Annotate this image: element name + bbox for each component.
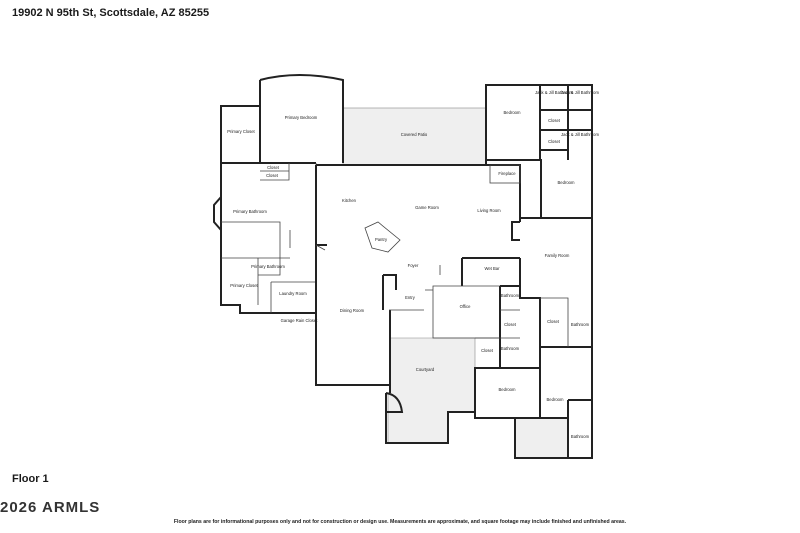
label-primary-bathroom-2: Primary Bathroom xyxy=(251,264,285,269)
label-closet-a: Closet xyxy=(267,165,280,170)
label-closet-b: Closet xyxy=(266,173,279,178)
label-bedroom-s: Bedroom xyxy=(499,387,517,392)
label-closet-e: Closet xyxy=(481,348,494,353)
label-courtyard: Courtyard xyxy=(416,367,435,372)
label-entry: Entry xyxy=(405,295,416,300)
page-title: 19902 N 95th St, Scottsdale, AZ 85255 xyxy=(12,7,210,19)
label-primary-bathroom: Primary Bathroom xyxy=(233,209,267,214)
label-primary-closet-top: Primary Closet xyxy=(227,129,255,134)
label-office: Office xyxy=(460,304,472,309)
label-closet-ne1: Closet xyxy=(548,118,561,123)
ne-walls xyxy=(485,84,593,219)
label-bedroom-ne: Bedroom xyxy=(504,110,522,115)
fireplace-box xyxy=(489,164,521,184)
label-closet-c: Closet xyxy=(504,322,517,327)
south-patio-area xyxy=(514,417,569,459)
label-covered-patio: Covered Patio xyxy=(401,132,428,137)
east-interior xyxy=(475,297,569,369)
label-pantry: Pantry xyxy=(375,237,388,242)
courtyard-walls xyxy=(385,385,475,444)
label-bathroom-s: Bathroom xyxy=(501,346,520,351)
label-wet-bar: Wet Bar xyxy=(484,266,500,271)
label-primary-closet-bottom: Primary Closet xyxy=(230,283,258,288)
west-wing-walls xyxy=(213,74,344,314)
label-kitchen: Kitchen xyxy=(342,198,357,203)
label-garage-rain-closet: Garage Rain Closet xyxy=(281,318,319,323)
label-living-room: Living Room xyxy=(477,208,501,213)
label-bathroom-e2: Bathroom xyxy=(571,322,590,327)
label-closet-d: Closet xyxy=(547,319,560,324)
label-fireplace: Fireplace xyxy=(498,171,516,176)
south-walls xyxy=(474,347,593,459)
core-interior xyxy=(315,221,501,339)
label-game-room: Game Room xyxy=(415,205,439,210)
label-bathroom-se: Bathroom xyxy=(571,434,590,439)
east-walls xyxy=(499,217,593,401)
label-family-room: Family Room xyxy=(545,253,570,258)
label-bedroom-e: Bedroom xyxy=(558,180,576,185)
label-foyer: Foyer xyxy=(408,263,419,268)
floor-label: Floor 1 xyxy=(12,473,49,485)
label-jack-jill-2: Jack & Jill Bathroom xyxy=(561,90,599,95)
label-dining-room: Dining Room xyxy=(340,308,365,313)
disclaimer-text: Floor plans are for informational purpos… xyxy=(173,519,627,525)
label-bathroom-mid: Bathroom xyxy=(501,293,520,298)
label-closet-ne2: Closet xyxy=(548,139,561,144)
label-jack-jill-3: Jack & Jill Bathroom xyxy=(561,132,599,137)
label-bedroom-se: Bedroom xyxy=(547,397,565,402)
label-laundry-room: Laundry Room xyxy=(279,291,307,296)
copyright-watermark: 2026 ARMLS xyxy=(0,499,101,516)
courtyard-area xyxy=(387,337,476,444)
label-primary-bedroom: Primary Bedroom xyxy=(285,115,318,120)
label-jack-jill-1: Jack & Jill Bathroom xyxy=(535,90,573,95)
